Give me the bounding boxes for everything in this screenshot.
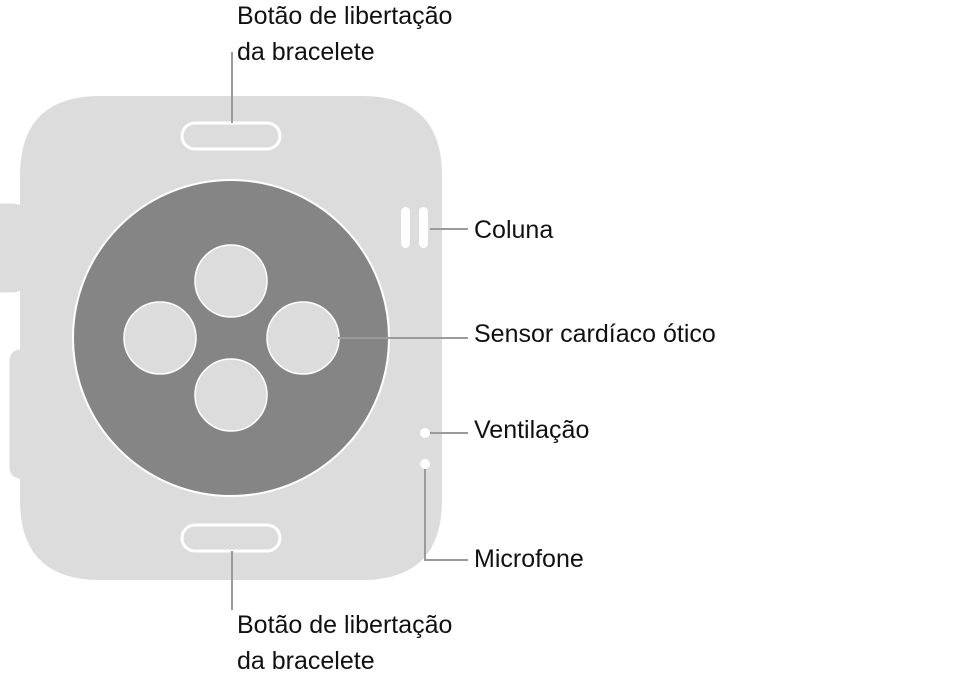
label-band-release-bottom-line2: da bracelete bbox=[237, 647, 375, 675]
label-band-release-top-line2: da bracelete bbox=[237, 38, 375, 66]
label-band-release-top-line1: Botão de libertação bbox=[237, 2, 453, 30]
label-heart-rate-sensor: Sensor cardíaco ótico bbox=[474, 320, 716, 348]
label-band-release-top: Botão de libertação da bracelete bbox=[237, 0, 452, 70]
sensor-lens-top bbox=[194, 244, 268, 318]
label-vent: Ventilação bbox=[474, 416, 590, 444]
label-speaker: Coluna bbox=[474, 216, 554, 244]
vent-hole bbox=[420, 428, 430, 438]
label-microphone: Microfone bbox=[474, 545, 584, 573]
label-band-release-bottom-line1: Botão de libertação bbox=[237, 611, 453, 639]
speaker-slot-left bbox=[401, 207, 410, 248]
leader-microphone bbox=[424, 469, 468, 561]
band-release-button-top bbox=[180, 121, 282, 151]
sensor-lens-left bbox=[123, 301, 197, 375]
speaker-slot-right bbox=[419, 207, 428, 248]
label-band-release-bottom: Botão de libertação da bracelete bbox=[237, 607, 452, 679]
sensor-lens-bottom bbox=[194, 358, 268, 432]
band-release-button-bottom bbox=[180, 523, 282, 553]
microphone-hole bbox=[420, 459, 430, 469]
sensor-lens-right bbox=[266, 301, 340, 375]
